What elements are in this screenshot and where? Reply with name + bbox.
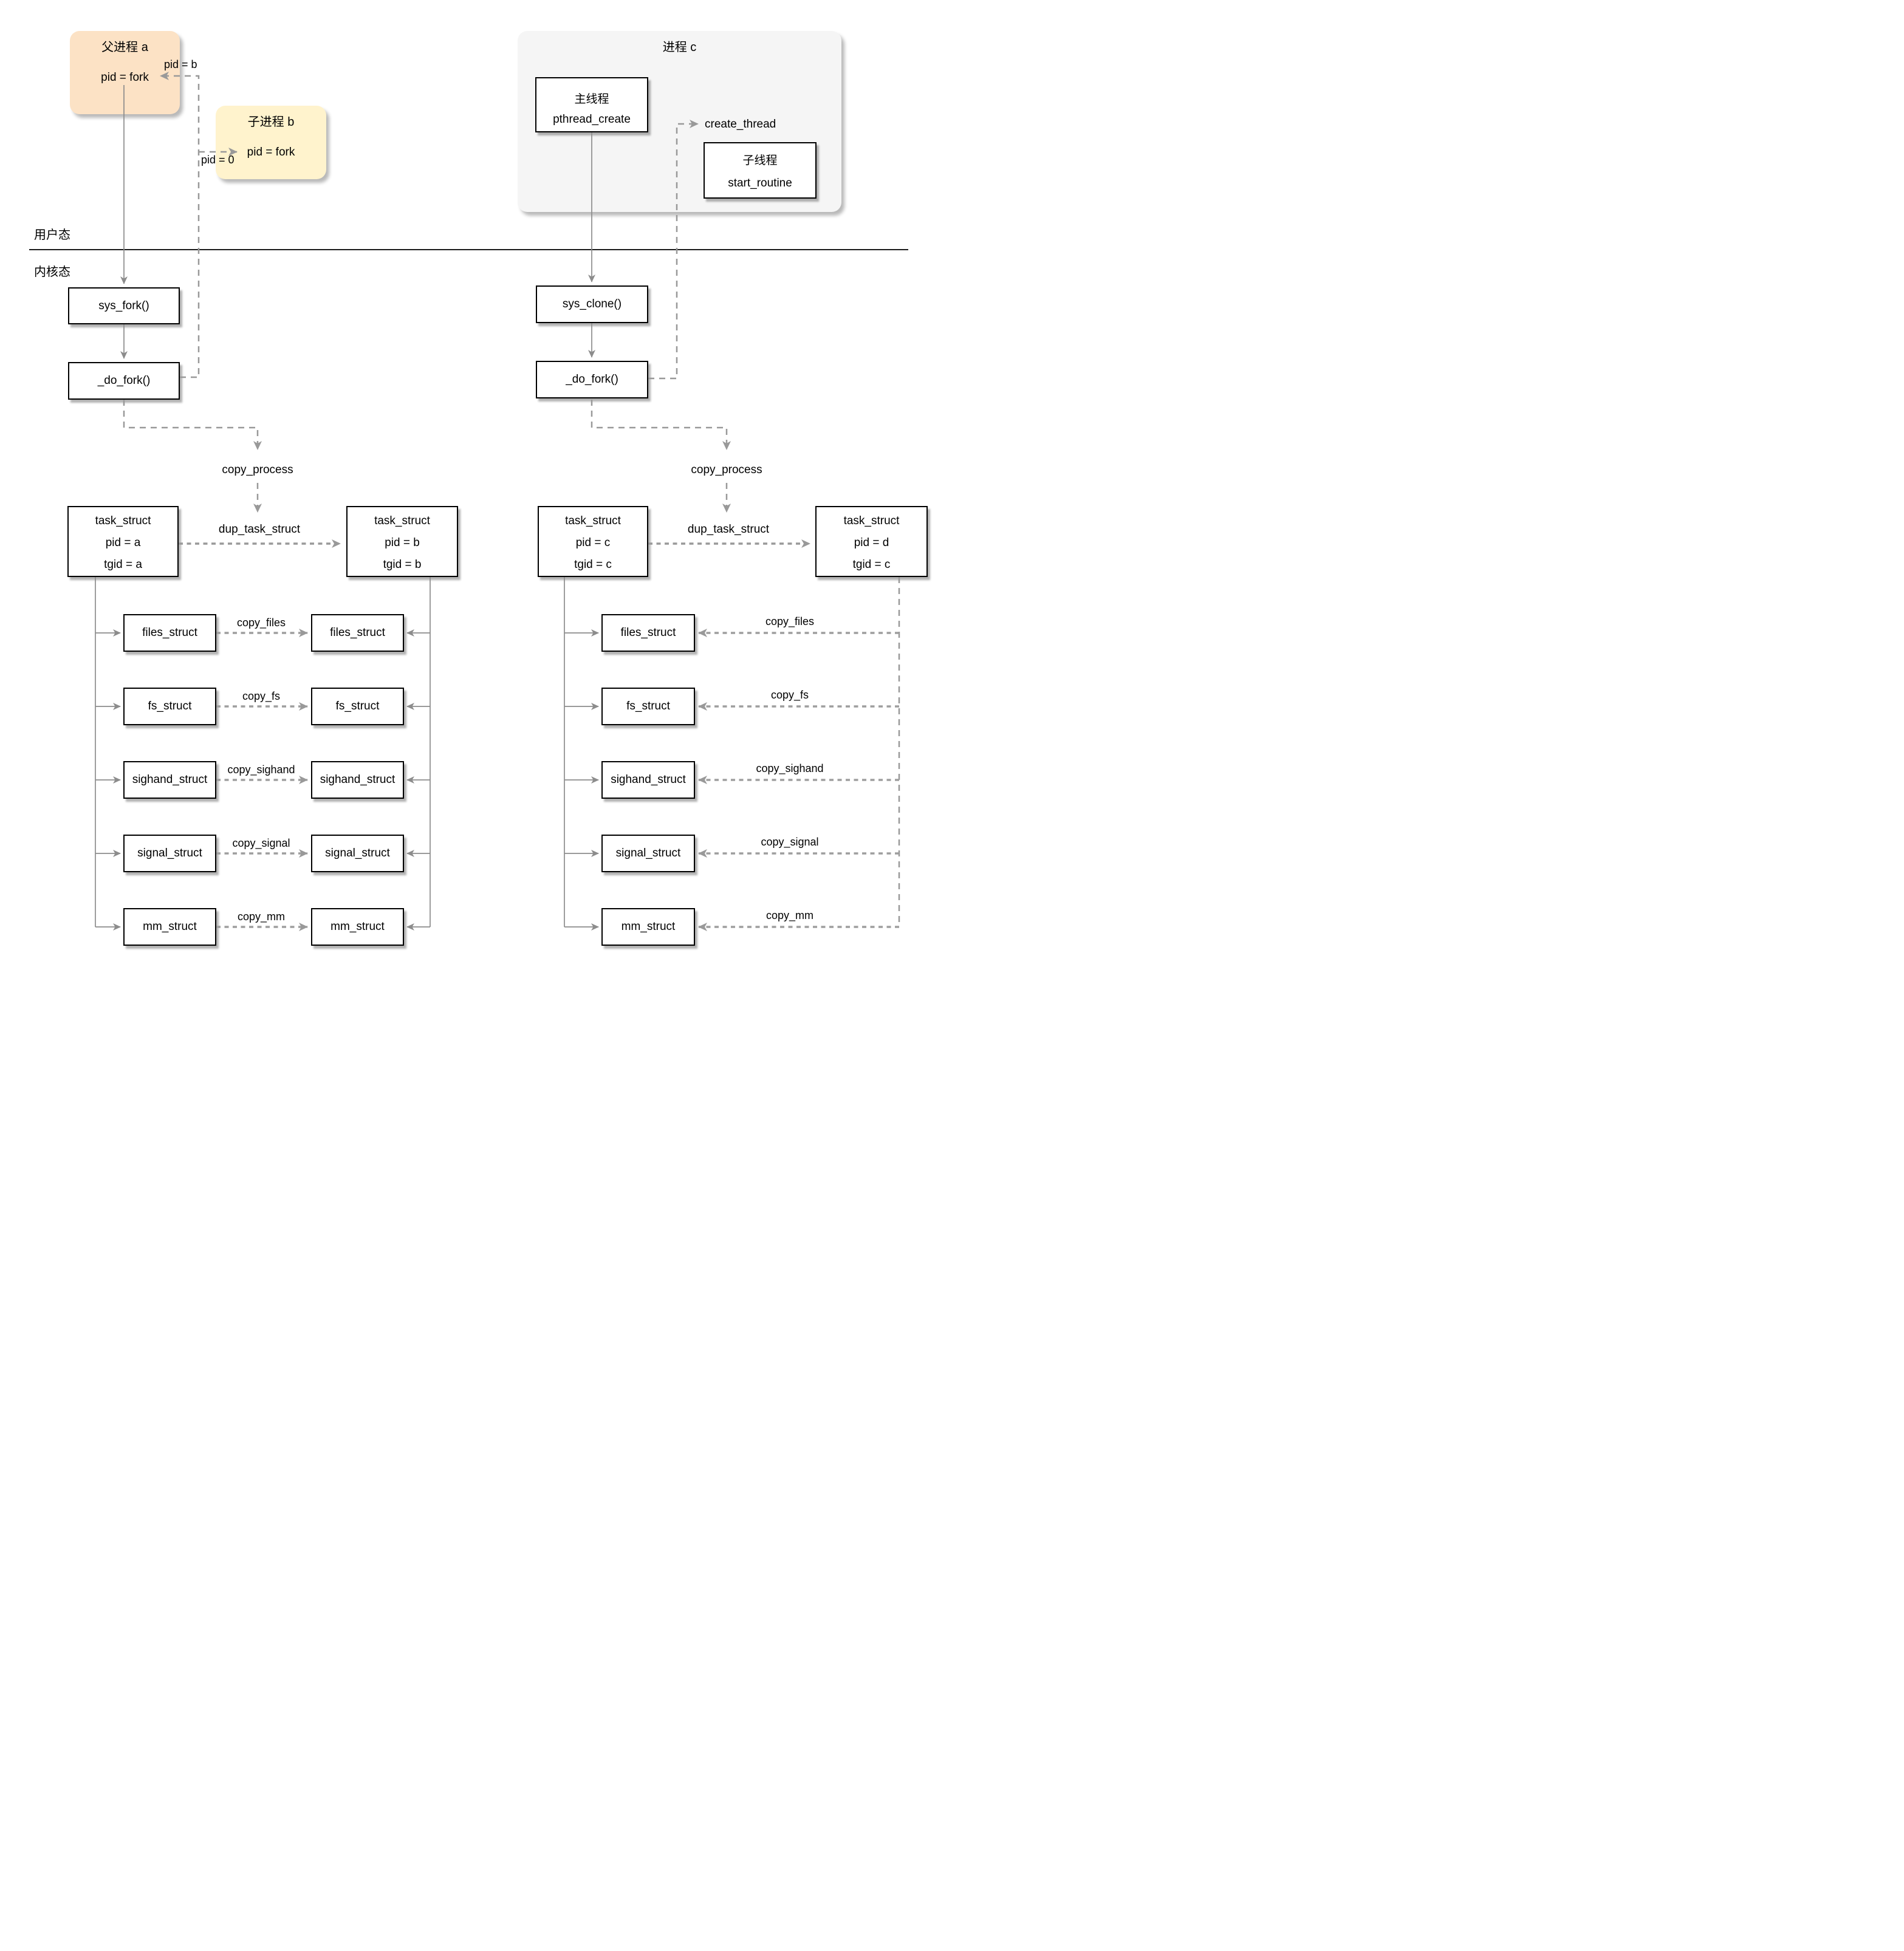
- fork-parent-fs-struct: fs_struct: [123, 688, 216, 725]
- dup-task-struct-right-label: dup_task_struct: [687, 523, 770, 536]
- box-label: files_struct: [620, 626, 676, 639]
- clone-copy-fs-label: copy_fs: [770, 689, 809, 701]
- task-struct-title: task_struct: [95, 514, 151, 527]
- clone-mm-struct: mm_struct: [601, 908, 695, 946]
- box-label: fs_struct: [335, 700, 380, 712]
- child-process-b-box: 子进程 b pid = fork: [216, 106, 326, 179]
- box-label: files_struct: [330, 626, 385, 639]
- fork-parent-files-struct: files_struct: [123, 614, 216, 652]
- task-struct-thread-d-box: task_struct pid = d tgid = c: [815, 506, 928, 577]
- clone-copy-sighand-label: copy_sighand: [756, 762, 824, 774]
- fork-child-signal-struct: signal_struct: [311, 835, 404, 872]
- box-label: fs_struct: [626, 700, 670, 712]
- task-pid-b: pid = b: [385, 536, 420, 549]
- task-pid-d: pid = d: [854, 536, 889, 549]
- fork-child-fs-struct: fs_struct: [311, 688, 404, 725]
- main-thread-title: 主线程: [574, 93, 609, 106]
- return-to-parent-path: [160, 72, 200, 378]
- task-struct-title: task_struct: [843, 514, 900, 527]
- box-label: signal_struct: [325, 847, 390, 859]
- sys-fork-box: sys_fork(): [68, 287, 180, 324]
- main-thread-box: 主线程 pthread_create: [535, 77, 648, 132]
- clone-files-struct: files_struct: [601, 614, 695, 652]
- child-thread-box: 子线程 start_routine: [704, 142, 817, 199]
- child-process-title: 子进程 b: [247, 115, 295, 129]
- clone-signal-struct: signal_struct: [601, 835, 695, 872]
- clone-copy-mm-label: copy_mm: [765, 909, 814, 921]
- clone-copy-files-label: copy_files: [765, 615, 815, 627]
- fork-child-mm-struct: mm_struct: [311, 908, 404, 946]
- task-struct-parent-a-box: task_struct pid = a tgid = a: [67, 506, 179, 577]
- box-label: sighand_struct: [132, 773, 208, 786]
- clone-share-arrows: [698, 629, 899, 931]
- task-tgid-c: tgid = c: [574, 558, 612, 571]
- box-label: signal_struct: [615, 847, 681, 859]
- parent-pid-fork-text: pid = fork: [101, 71, 149, 84]
- clone-sighand-struct: sighand_struct: [601, 761, 695, 799]
- return-pid-b-label: pid = b: [164, 58, 197, 70]
- kernel-mode-label: 内核态: [34, 265, 70, 279]
- parent-process-a-box: 父进程 a pid = fork: [70, 31, 180, 114]
- box-label: mm_struct: [621, 920, 676, 933]
- dup-task-struct-left-label: dup_task_struct: [218, 523, 301, 536]
- child-pid-fork-text: pid = fork: [247, 146, 295, 159]
- parent-process-title: 父进程 a: [101, 41, 148, 54]
- return-pid-0-label: pid = 0: [201, 154, 235, 166]
- sys-clone-label: sys_clone(): [562, 298, 622, 310]
- box-label: sighand_struct: [611, 773, 686, 786]
- process-c-title: 进程 c: [662, 41, 697, 54]
- fork-copy-fs-label: copy_fs: [242, 690, 281, 702]
- do-fork-left-box: _do_fork(): [68, 362, 180, 400]
- do-fork-right-box: _do_fork(): [536, 361, 648, 398]
- do-fork-left-label: _do_fork(): [97, 374, 151, 387]
- copy-process-right-label: copy_process: [691, 463, 762, 476]
- task-tgid-b: tgid = b: [383, 558, 422, 571]
- dofork-to-copyprocess-right: [591, 400, 731, 450]
- dofork-to-copyprocess-left: [123, 400, 262, 450]
- fork-parent-mm-struct: mm_struct: [123, 908, 216, 946]
- fork-parent-sighand-struct: sighand_struct: [123, 761, 216, 799]
- box-label: fs_struct: [148, 700, 192, 712]
- sys-clone-box: sys_clone(): [536, 285, 648, 323]
- box-label: signal_struct: [137, 847, 202, 859]
- task-pid-c: pid = c: [575, 536, 611, 549]
- task-tgid-d: tgid = c: [852, 558, 891, 571]
- sys-fork-label: sys_fork(): [98, 299, 149, 312]
- task-struct-title: task_struct: [565, 514, 621, 527]
- box-label: files_struct: [142, 626, 197, 639]
- task-struct-title: task_struct: [374, 514, 430, 527]
- start-routine-text: start_routine: [728, 177, 792, 190]
- do-fork-right-label: _do_fork(): [566, 373, 618, 386]
- clone-copy-signal-label: copy_signal: [761, 836, 819, 848]
- child-thread-title: 子线程: [742, 154, 778, 167]
- process-thread-creation-diagram: 父进程 a pid = fork 子进程 b pid = fork 进程 c 主…: [0, 0, 952, 976]
- task-tgid-a: tgid = a: [104, 558, 142, 571]
- task-struct-child-b-box: task_struct pid = b tgid = b: [346, 506, 458, 577]
- fork-child-files-struct: files_struct: [311, 614, 404, 652]
- copy-process-left-label: copy_process: [222, 463, 293, 476]
- fork-copy-mm-label: copy_mm: [237, 911, 286, 923]
- create-thread-label: create_thread: [705, 118, 776, 131]
- pthread-create-text: pthread_create: [553, 113, 631, 126]
- clone-fs-struct: fs_struct: [601, 688, 695, 725]
- task-struct-main-c-box: task_struct pid = c tgid = c: [538, 506, 648, 577]
- box-label: sighand_struct: [320, 773, 396, 786]
- fork-child-sighand-struct: sighand_struct: [311, 761, 404, 799]
- fork-parent-signal-struct: signal_struct: [123, 835, 216, 872]
- fork-copy-signal-label: copy_signal: [232, 837, 290, 849]
- user-mode-label: 用户态: [34, 228, 70, 242]
- box-label: mm_struct: [143, 920, 197, 933]
- fork-copy-files-label: copy_files: [236, 617, 286, 629]
- fork-copy-arrows: [216, 629, 308, 931]
- box-label: mm_struct: [330, 920, 385, 933]
- task-pid-a: pid = a: [105, 536, 141, 549]
- fork-copy-sighand-label: copy_sighand: [227, 764, 295, 776]
